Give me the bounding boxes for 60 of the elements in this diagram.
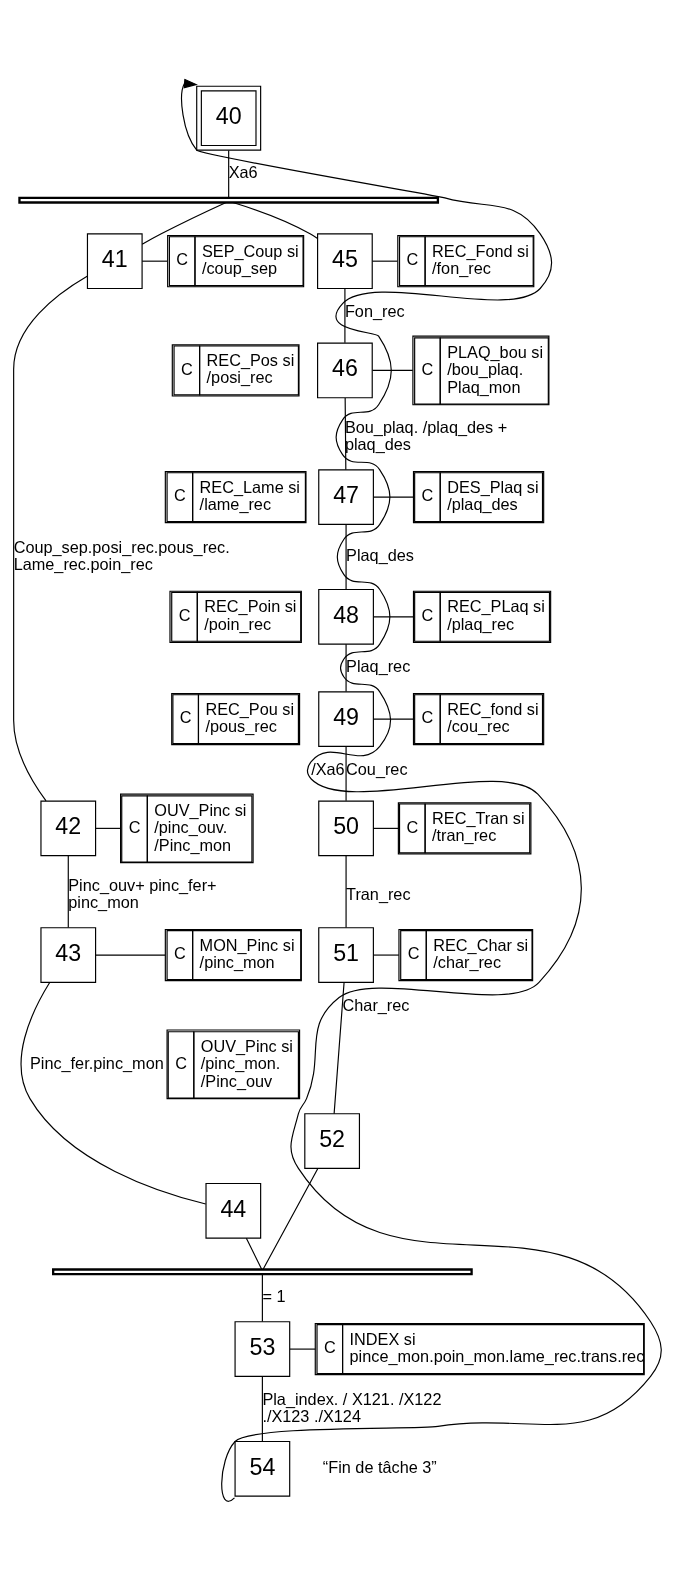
edge-label: Pinc_ouv+ pinc_fer+ pinc_mon [67, 875, 217, 912]
connector [288, 1348, 316, 1350]
edge-label: Pla_index. / X121. /X122 ./X123 ./X124 [261, 1389, 441, 1425]
node-box: 45 [316, 233, 373, 290]
connector [344, 397, 346, 471]
connector [94, 827, 121, 829]
connector [372, 827, 399, 829]
connector [261, 1273, 263, 1323]
node-box: 47 [317, 469, 374, 525]
connector [345, 643, 347, 693]
connector [345, 524, 347, 590]
edge-label: Char_rec [342, 995, 409, 1014]
connector [333, 981, 345, 1115]
connector [372, 954, 399, 956]
node-box: 44 [204, 1182, 261, 1239]
connector [343, 288, 345, 344]
node-box: 52 [303, 1113, 360, 1169]
connector [141, 201, 227, 245]
edge-label: Bou_plaq. /plaq_des + plaq_des [344, 417, 507, 454]
node-label: “Fin de tâche 3” [322, 1458, 437, 1477]
connector [372, 616, 414, 618]
edge-label: Cou_rec [345, 759, 408, 778]
edge-label: Fon_rec [344, 301, 405, 320]
edge-label: Coup_sep.posi_rec.pous_rec. Lame_rec.poin_rec [13, 537, 230, 573]
node-box: 51 [317, 927, 374, 983]
node-box: 48 [317, 588, 374, 645]
node-bar [17, 196, 439, 204]
edge-label: Pinc_fer.pinc_mon [29, 1053, 164, 1072]
connector [94, 954, 166, 956]
edge-label: = 1 [261, 1287, 285, 1306]
connector [371, 369, 413, 371]
connector [20, 981, 206, 1205]
node-bar [51, 1268, 473, 1276]
connector [231, 202, 318, 240]
connector [245, 1237, 262, 1271]
node-box: 46 [316, 342, 373, 399]
connector [371, 260, 398, 262]
edge-label: Xa6 [228, 163, 258, 182]
node-box: 43 [39, 927, 96, 983]
node-box: 42 [39, 800, 96, 857]
connector [372, 496, 414, 498]
connector [345, 855, 347, 929]
connector [262, 1167, 318, 1270]
node-box: 40 [195, 85, 261, 151]
connector [372, 718, 414, 720]
edge-label: Plaq_des [345, 546, 414, 565]
connector [141, 260, 168, 262]
node-box: 49 [317, 691, 374, 748]
connector [227, 149, 229, 199]
node-box: 54 [234, 1440, 290, 1497]
connector [345, 746, 347, 802]
edge-label: Plaq_rec [345, 657, 410, 676]
connector [67, 855, 69, 929]
node-box: 50 [317, 800, 374, 857]
node-box: 41 [86, 233, 143, 290]
arrow [180, 78, 662, 1502]
node-box: 53 [234, 1321, 290, 1377]
connector [12, 275, 88, 802]
edge-label: /Xa6 [310, 759, 345, 778]
connector [261, 1376, 263, 1442]
